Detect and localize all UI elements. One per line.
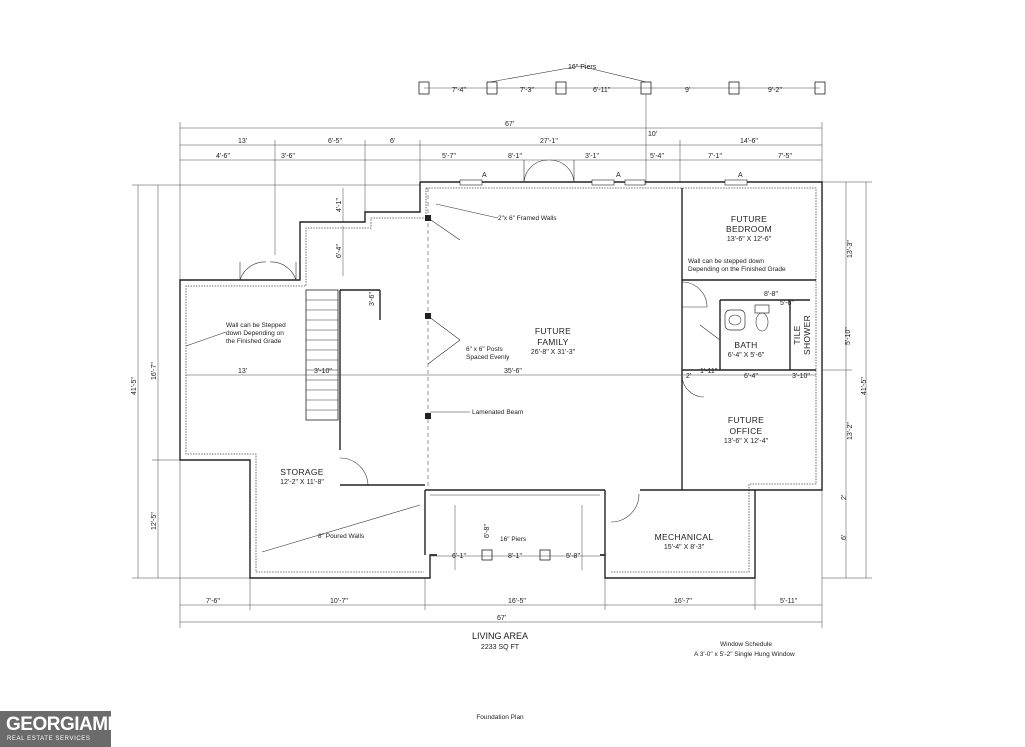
top-dim-4: 27'-1" bbox=[540, 138, 558, 145]
int-dim-5-8: 5'-8" bbox=[566, 553, 580, 560]
bottom-dim-3: 16'-5" bbox=[508, 598, 526, 605]
int-dim-3-10b: 3'-10" bbox=[792, 373, 810, 380]
office-size: 13'-6" X 12'-4" bbox=[724, 438, 769, 445]
int-dim-6-8: 6'-8" bbox=[484, 524, 491, 538]
int-dim-8-1: 8'-1" bbox=[508, 553, 522, 560]
staircase bbox=[305, 289, 339, 421]
bath-name: BATH bbox=[734, 340, 757, 350]
piers-title: 16" Piers bbox=[568, 64, 597, 71]
top2-dim-2: 3'-6" bbox=[281, 153, 295, 160]
int-dim-3-10: 3'-10" bbox=[314, 368, 332, 375]
logo-subtext: REAL ESTATE SERVICES bbox=[7, 736, 91, 742]
right-dim-6: 6' bbox=[841, 535, 848, 540]
interior-walls bbox=[305, 188, 816, 570]
left-dim-2: 16'-7" bbox=[151, 362, 158, 380]
top2-dim-3: 5'-7" bbox=[442, 153, 456, 160]
int-dim-13: 13' bbox=[238, 368, 247, 375]
mechanical-size: 15'-4" X 8'-3" bbox=[664, 544, 705, 551]
window-tag-3: A bbox=[738, 172, 743, 179]
bottom-dim-1: 7'-6" bbox=[206, 598, 220, 605]
window-schedule-title: Window Schedule bbox=[720, 641, 772, 648]
beam-note: Lamenated Beam bbox=[472, 409, 523, 416]
int-dim-6-1: 6'-1" bbox=[452, 553, 466, 560]
pier-spacing-5: 9'-2" bbox=[768, 87, 782, 94]
inner-piers-note: 16" Piers bbox=[500, 536, 527, 543]
right-dim-2: 13'-3" bbox=[847, 240, 854, 258]
living-area-title: LIVING AREA bbox=[472, 631, 528, 641]
storage-name: STORAGE bbox=[280, 467, 324, 477]
top-dim-1: 13' bbox=[238, 138, 247, 145]
int-dim-6-4: 6'-4" bbox=[744, 373, 758, 380]
top2-dim-4: 8'-1" bbox=[508, 153, 522, 160]
top2-dim-1: 4'-6" bbox=[216, 153, 230, 160]
living-area-value: 2233 SQ FT bbox=[481, 644, 520, 651]
top2-dim-6: 5'-4" bbox=[650, 153, 664, 160]
tile-shower-label: TILESHOWER bbox=[792, 315, 812, 355]
storage-size: 12'-2" X 11'-8" bbox=[280, 479, 324, 486]
top-dim-2: 6'-5" bbox=[328, 138, 342, 145]
top-overall-dim: 67' bbox=[505, 121, 514, 128]
pier-spacing-2: 7'-3" bbox=[520, 87, 534, 94]
bedroom-size: 13'-6" X 12'-6" bbox=[727, 236, 772, 243]
plan-title: Foundation Plan bbox=[476, 714, 524, 721]
right-dim-5: 2' bbox=[841, 495, 848, 500]
int-dim-35-6: 35'-6" bbox=[504, 368, 522, 375]
bottom-overall-dim: 67' bbox=[497, 615, 506, 622]
right-dimensions: 41'-5" 13'-3" 13'-2" 5'-10" 2' 6' bbox=[822, 181, 872, 579]
left-dim-6: 3'-6" bbox=[369, 292, 376, 306]
top2-dim-8: 7'-5" bbox=[778, 153, 792, 160]
bottom-dimensions: 7'-6" 10'-7" 16'-5" 16'-7" 5'-11" 67' bbox=[179, 460, 823, 628]
left-dim-1: 41'-5" bbox=[131, 377, 138, 395]
top-dim-3: 6' bbox=[390, 138, 395, 145]
bath-size: 6'-4" X 5'-6" bbox=[728, 352, 765, 359]
pier-spacing-1: 7'-4" bbox=[452, 87, 466, 94]
left-dim-4: 4'-1" bbox=[336, 198, 343, 212]
logo-text: GEORGIAMLS bbox=[6, 714, 131, 735]
pier-spacing-3: 6'-11" bbox=[593, 87, 611, 94]
pier-spacing-4: 9' bbox=[685, 87, 690, 94]
bottom-dim-5: 5'-11" bbox=[780, 598, 798, 605]
right-dim-4: 5'-10" bbox=[845, 327, 852, 345]
poured-walls-note: 8" Poured Walls bbox=[318, 533, 365, 540]
window-tag-2: A bbox=[616, 172, 621, 179]
left-dimensions: 41'-5" 16'-7" 12'-5" 4'-1" 6'-4" 3'-6" bbox=[131, 184, 420, 579]
pier-row: 16" Piers 7'-4" 7'-3" 6'-11" 9' 9'-2" 10… bbox=[418, 64, 826, 185]
left-dim-5: 6'-4" bbox=[336, 244, 343, 258]
int-dim-2: 2' bbox=[686, 373, 691, 380]
mechanical-name: MECHANICAL bbox=[655, 532, 714, 542]
georgia-mls-logo: GEORGIAMLS REAL ESTATE SERVICES bbox=[0, 711, 131, 747]
framed-walls-note: 2"x 6" Framed Walls bbox=[498, 215, 557, 222]
top2-dim-5: 3'-1" bbox=[585, 153, 599, 160]
bottom-dim-4: 16'-7" bbox=[674, 598, 692, 605]
family-room-size: 26'-8" X 31'-3" bbox=[531, 349, 576, 356]
right-dim-1: 41'-5" bbox=[861, 377, 868, 395]
foundation-walls bbox=[179, 159, 823, 579]
right-dim-3: 13'-2" bbox=[847, 422, 854, 440]
left-dim-3: 12'-5" bbox=[151, 512, 158, 530]
int-dim-5-6: 5'-6" bbox=[780, 300, 794, 307]
int-dim-8-8: 8'-8" bbox=[764, 291, 778, 298]
int-dim-1-11: 1'-11" bbox=[700, 368, 718, 375]
pier-offset-dim: 10' bbox=[648, 131, 657, 138]
top2-dim-7: 7'-1" bbox=[708, 153, 722, 160]
window-schedule-item: A 3'-0" x 5'-2" Single Hung Window bbox=[694, 651, 795, 658]
top-dimensions: 67' 13' 6'-5" 6' 27'-1" 14'-6" 4'-6" 3'-… bbox=[179, 121, 823, 280]
top-dim-5: 14'-6" bbox=[740, 138, 758, 145]
bottom-dim-2: 10'-7" bbox=[330, 598, 348, 605]
window-tag-1: A bbox=[482, 172, 487, 179]
